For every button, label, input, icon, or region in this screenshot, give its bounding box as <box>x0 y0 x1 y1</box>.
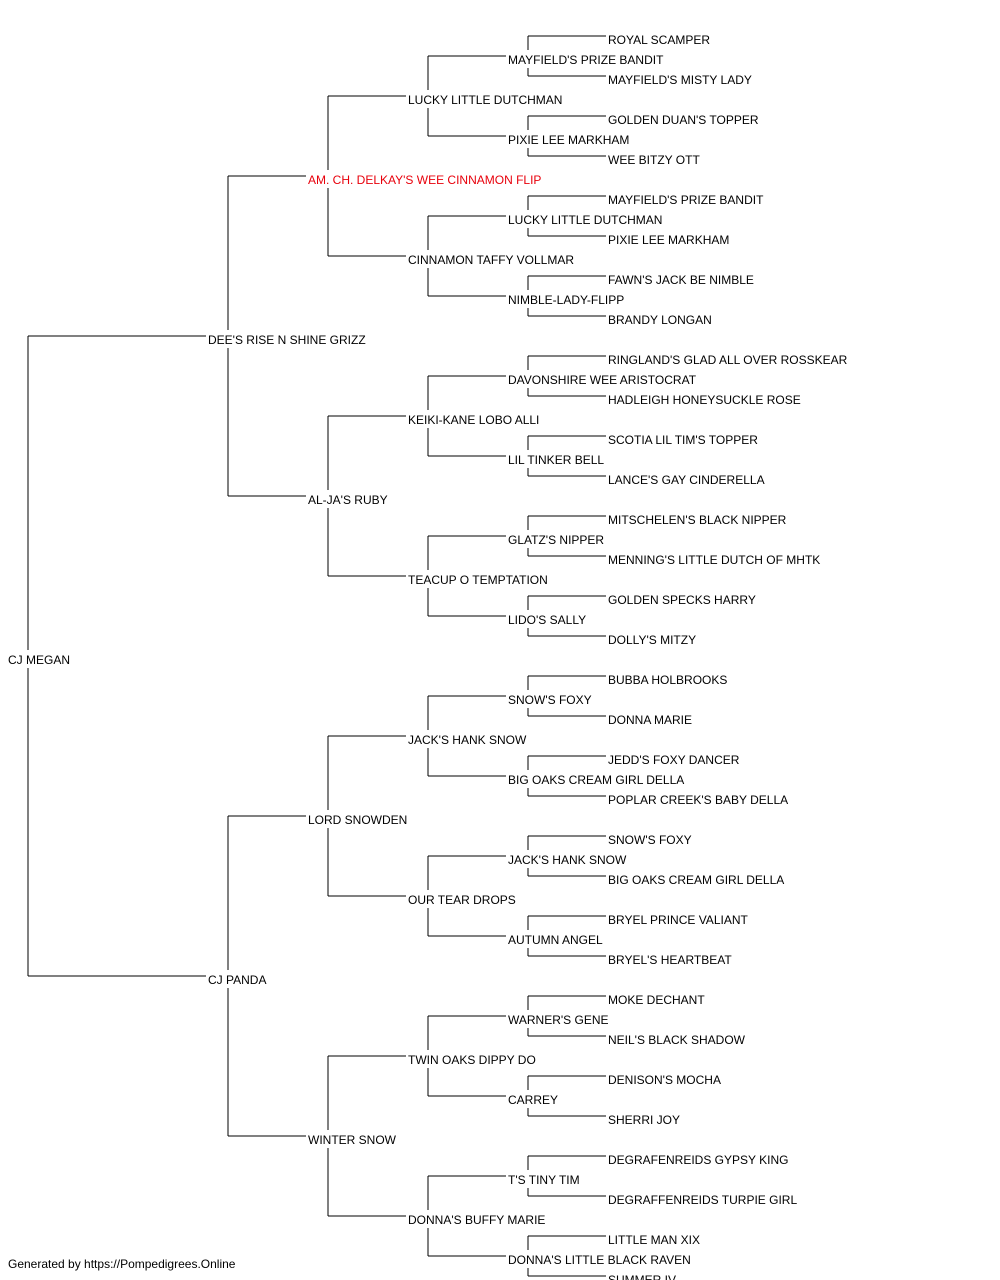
pedigree-name-sire-dam-dam-sire-sire: MITSCHELEN'S BLACK NIPPER <box>608 513 787 527</box>
pedigree-name-sire-sire-dam-dam: NIMBLE-LADY-FLIPP <box>508 293 624 307</box>
pedigree-name-sire-dam-sire-sire-dam: HADLEIGH HONEYSUCKLE ROSE <box>608 393 801 407</box>
pedigree-name-sire-sire-sire-sire: MAYFIELD'S PRIZE BANDIT <box>508 53 664 67</box>
pedigree-name-dam-sire-dam-dam-dam: BRYEL'S HEARTBEAT <box>608 953 732 967</box>
pedigree-name-subject: CJ MEGAN <box>8 653 70 667</box>
pedigree-name-dam-dam: WINTER SNOW <box>308 1133 397 1147</box>
pedigree-name-sire-sire-sire-dam: PIXIE LEE MARKHAM <box>508 133 629 147</box>
pedigree-name-sire-sire-sire-sire-sire: ROYAL SCAMPER <box>608 33 710 47</box>
pedigree-name-sire-sire-dam-sire-dam: PIXIE LEE MARKHAM <box>608 233 729 247</box>
pedigree-name-sire-sire-sire-sire-dam: MAYFIELD'S MISTY LADY <box>608 73 752 87</box>
pedigree-name-sire-sire-dam-dam-dam: BRANDY LONGAN <box>608 313 712 327</box>
pedigree-name-sire-sire-sire-dam-dam: WEE BITZY OTT <box>608 153 700 167</box>
pedigree-name-sire-dam-sire: KEIKI-KANE LOBO ALLI <box>408 413 539 427</box>
pedigree-name-dam-sire-sire-dam-sire: JEDD'S FOXY DANCER <box>608 753 740 767</box>
pedigree-name-dam-dam-dam-sire-dam: DEGRAFFENREIDS TURPIE GIRL <box>608 1193 797 1207</box>
pedigree-name-dam-dam-dam-sire: T'S TINY TIM <box>508 1173 580 1187</box>
pedigree-name-dam-sire-sire-sire-dam: DONNA MARIE <box>608 713 692 727</box>
pedigree-name-dam-sire: LORD SNOWDEN <box>308 813 407 827</box>
pedigree-name-dam-sire-sire-dam: BIG OAKS CREAM GIRL DELLA <box>508 773 684 787</box>
pedigree-name-dam: CJ PANDA <box>208 973 266 987</box>
pedigree-name-dam-sire-dam-dam-sire: BRYEL PRINCE VALIANT <box>608 913 748 927</box>
pedigree-name-dam-dam-sire-sire-dam: NEIL'S BLACK SHADOW <box>608 1033 746 1047</box>
pedigree-name-sire: DEE'S RISE N SHINE GRIZZ <box>208 333 366 347</box>
pedigree-name-sire-dam: AL-JA'S RUBY <box>308 493 388 507</box>
pedigree-name-sire-sire-dam: CINNAMON TAFFY VOLLMAR <box>408 253 574 267</box>
pedigree-name-sire-sire-sire-dam-sire: GOLDEN DUAN'S TOPPER <box>608 113 759 127</box>
pedigree-name-sire-sire: AM. CH. DELKAY'S WEE CINNAMON FLIP <box>308 173 541 187</box>
pedigree-name-sire-sire-sire: LUCKY LITTLE DUTCHMAN <box>408 93 562 107</box>
pedigree-name-sire-dam-sire-dam: LIL TINKER BELL <box>508 453 604 467</box>
pedigree-name-dam-sire-dam-sire-dam: BIG OAKS CREAM GIRL DELLA <box>608 873 784 887</box>
pedigree-name-sire-sire-dam-sire: LUCKY LITTLE DUTCHMAN <box>508 213 662 227</box>
pedigree-name-dam-dam-sire-sire: WARNER'S GENE <box>508 1013 609 1027</box>
pedigree-name-dam-sire-dam-sire: JACK'S HANK SNOW <box>508 853 627 867</box>
pedigree-name-dam-dam-sire: TWIN OAKS DIPPY DO <box>408 1053 536 1067</box>
pedigree-name-sire-dam-dam-dam: LIDO'S SALLY <box>508 613 586 627</box>
pedigree-name-dam-dam-dam: DONNA'S BUFFY MARIE <box>408 1213 545 1227</box>
pedigree-name-dam-sire-sire-dam-dam: POPLAR CREEK'S BABY DELLA <box>608 793 788 807</box>
pedigree-name-dam-sire-sire: JACK'S HANK SNOW <box>408 733 527 747</box>
pedigree-name-dam-sire-dam-sire-sire: SNOW'S FOXY <box>608 833 692 847</box>
pedigree-name-dam-dam-sire-dam-sire: DENISON'S MOCHA <box>608 1073 721 1087</box>
pedigree-name-sire-dam-sire-dam-dam: LANCE'S GAY CINDERELLA <box>608 473 765 487</box>
pedigree-name-sire-sire-dam-sire-sire: MAYFIELD'S PRIZE BANDIT <box>608 193 764 207</box>
pedigree-name-dam-dam-sire-dam: CARREY <box>508 1093 558 1107</box>
pedigree-name-dam-sire-dam: OUR TEAR DROPS <box>408 893 516 907</box>
pedigree-name-sire-dam-sire-dam-sire: SCOTIA LIL TIM'S TOPPER <box>608 433 758 447</box>
pedigree-name-dam-dam-sire-sire-sire: MOKE DECHANT <box>608 993 705 1007</box>
pedigree-name-sire-dam-dam: TEACUP O TEMPTATION <box>408 573 548 587</box>
pedigree-name-sire-dam-dam-sire: GLATZ'S NIPPER <box>508 533 604 547</box>
pedigree-name-sire-dam-sire-sire: DAVONSHIRE WEE ARISTOCRAT <box>508 373 697 387</box>
pedigree-name-sire-dam-sire-sire-sire: RINGLAND'S GLAD ALL OVER ROSSKEAR <box>608 353 848 367</box>
pedigree-name-dam-sire-sire-sire: SNOW'S FOXY <box>508 693 592 707</box>
pedigree-name-dam-sire-dam-dam: AUTUMN ANGEL <box>508 933 603 947</box>
pedigree-name-sire-dam-dam-dam-dam: DOLLY'S MITZY <box>608 633 696 647</box>
pedigree-name-sire-dam-dam-dam-sire: GOLDEN SPECKS HARRY <box>608 593 756 607</box>
pedigree-name-sire-dam-dam-sire-dam: MENNING'S LITTLE DUTCH OF MHTK <box>608 553 820 567</box>
pedigree-name-dam-sire-sire-sire-sire: BUBBA HOLBROOKS <box>608 673 727 687</box>
pedigree-name-dam-dam-dam-sire-sire: DEGRAFENREIDS GYPSY KING <box>608 1153 789 1167</box>
pedigree-name-sire-sire-dam-dam-sire: FAWN'S JACK BE NIMBLE <box>608 273 754 287</box>
footer-credit: Generated by https://Pompedigrees.Online <box>8 1257 236 1271</box>
pedigree-name-dam-dam-dam-dam: DONNA'S LITTLE BLACK RAVEN <box>508 1253 691 1267</box>
pedigree-name-dam-dam-dam-dam-dam: SUMMER IV <box>608 1273 676 1280</box>
pedigree-name-dam-dam-dam-dam-sire: LITTLE MAN XIX <box>608 1233 700 1247</box>
pedigree-name-dam-dam-sire-dam-dam: SHERRI JOY <box>608 1113 680 1127</box>
